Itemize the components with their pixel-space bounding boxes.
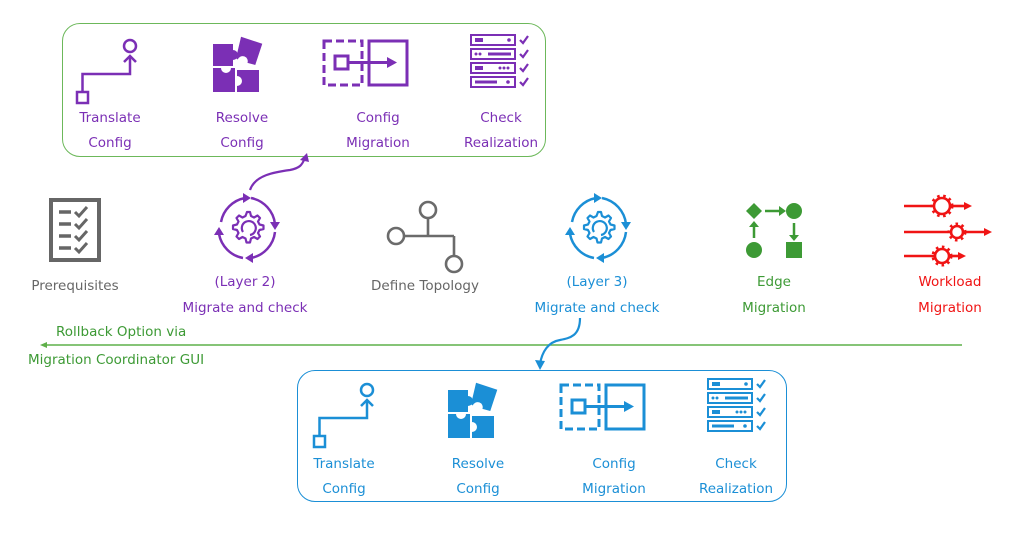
rollback-label-line1: Rollback Option via — [56, 324, 187, 340]
translate-config-icon — [312, 382, 375, 449]
flow-label-line1: Prerequisites — [31, 278, 119, 294]
step-label-line1: Translate — [313, 456, 375, 472]
step-label-line1: Config — [356, 110, 400, 126]
gear-cycle-icon — [212, 191, 282, 265]
step-label-line2: Config — [456, 481, 500, 497]
step-label-line2: Realization — [463, 135, 539, 151]
step-label-line1: Resolve — [215, 110, 269, 126]
server-check-icon — [706, 377, 767, 433]
puzzle-icon — [448, 382, 498, 438]
step-label-line1: Check — [715, 456, 757, 472]
config-migration-icon — [322, 39, 409, 87]
flow-label-line2: Migration — [742, 300, 806, 316]
step-label-line2: Realization — [698, 481, 774, 497]
rollback-arrow — [40, 342, 962, 348]
layer3-connector-arrow — [535, 317, 582, 370]
workload-gears-icon — [904, 194, 992, 267]
layer3-details-box — [297, 370, 787, 502]
step-label-line2: Config — [322, 481, 366, 497]
flow-label-line1: Define Topology — [371, 278, 479, 294]
rollback-label-line2: Migration Coordinator GUI — [28, 352, 205, 368]
config-migration-icon — [559, 383, 646, 431]
flow-label-line1: Workload — [918, 274, 982, 290]
flow-label-line1: Edge — [757, 274, 791, 290]
flow-label-line1: (Layer 2) — [214, 274, 276, 290]
step-label-line1: Resolve — [451, 456, 505, 472]
layer2-connector-arrow — [248, 153, 309, 191]
topology-icon — [386, 200, 464, 274]
translate-config-icon — [75, 38, 138, 105]
gear-cycle-icon — [563, 191, 633, 265]
flow-label-line2: Migration — [918, 300, 982, 316]
flow-label-line1: (Layer 3) — [566, 274, 628, 290]
server-check-icon — [469, 33, 530, 89]
edge-flow-icon — [746, 203, 802, 258]
step-label-line2: Config — [88, 135, 132, 151]
flow-label-line2: Migrate and check — [534, 300, 660, 316]
step-label-line1: Translate — [79, 110, 141, 126]
puzzle-icon — [213, 36, 263, 92]
step-label-line2: Migration — [582, 481, 646, 497]
step-label-line2: Migration — [346, 135, 410, 151]
flow-label-line2: Migrate and check — [182, 300, 308, 316]
checklist-icon — [49, 198, 101, 262]
step-label-line1: Check — [480, 110, 522, 126]
step-label-line2: Config — [220, 135, 264, 151]
step-label-line1: Config — [592, 456, 636, 472]
